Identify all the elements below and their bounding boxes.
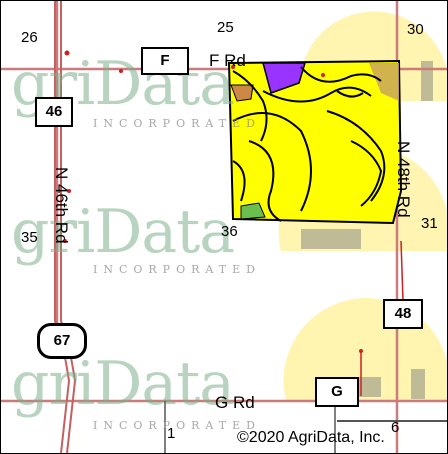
route-shield-g: G (315, 377, 359, 407)
section-number: 1 (167, 425, 176, 442)
road-label-f: F Rd (209, 51, 246, 70)
route-shield-46: 46 (35, 97, 73, 127)
road-label-g: G Rd (215, 393, 255, 412)
section-number: 6 (391, 419, 400, 436)
watermark-tagline: INCORPORATED (93, 263, 261, 276)
section-number: 26 (21, 29, 38, 46)
section-number: 36 (221, 223, 238, 240)
section-number: 25 (217, 19, 234, 36)
watermark-brand: griData (11, 349, 235, 419)
copyright-notice: ©2020 AgriData, Inc. (237, 429, 385, 446)
section-number: 30 (407, 21, 424, 38)
watermark-tagline: INCORPORATED (93, 117, 261, 130)
watermark-brand: griData (11, 197, 235, 267)
route-shield-48: 48 (383, 299, 423, 329)
road-label-n46: N 46th Rd (52, 167, 71, 244)
route-shield-f: F (141, 47, 189, 75)
red-markers (63, 50, 363, 353)
section-number: 31 (421, 215, 438, 232)
section-number: 35 (21, 229, 38, 246)
road-label-n48: N 48th Rd (394, 141, 413, 218)
field-soil-polygon (227, 59, 403, 225)
watermark-tagline: INCORPORATED (93, 419, 261, 432)
route-shield-67: 67 (37, 323, 87, 359)
